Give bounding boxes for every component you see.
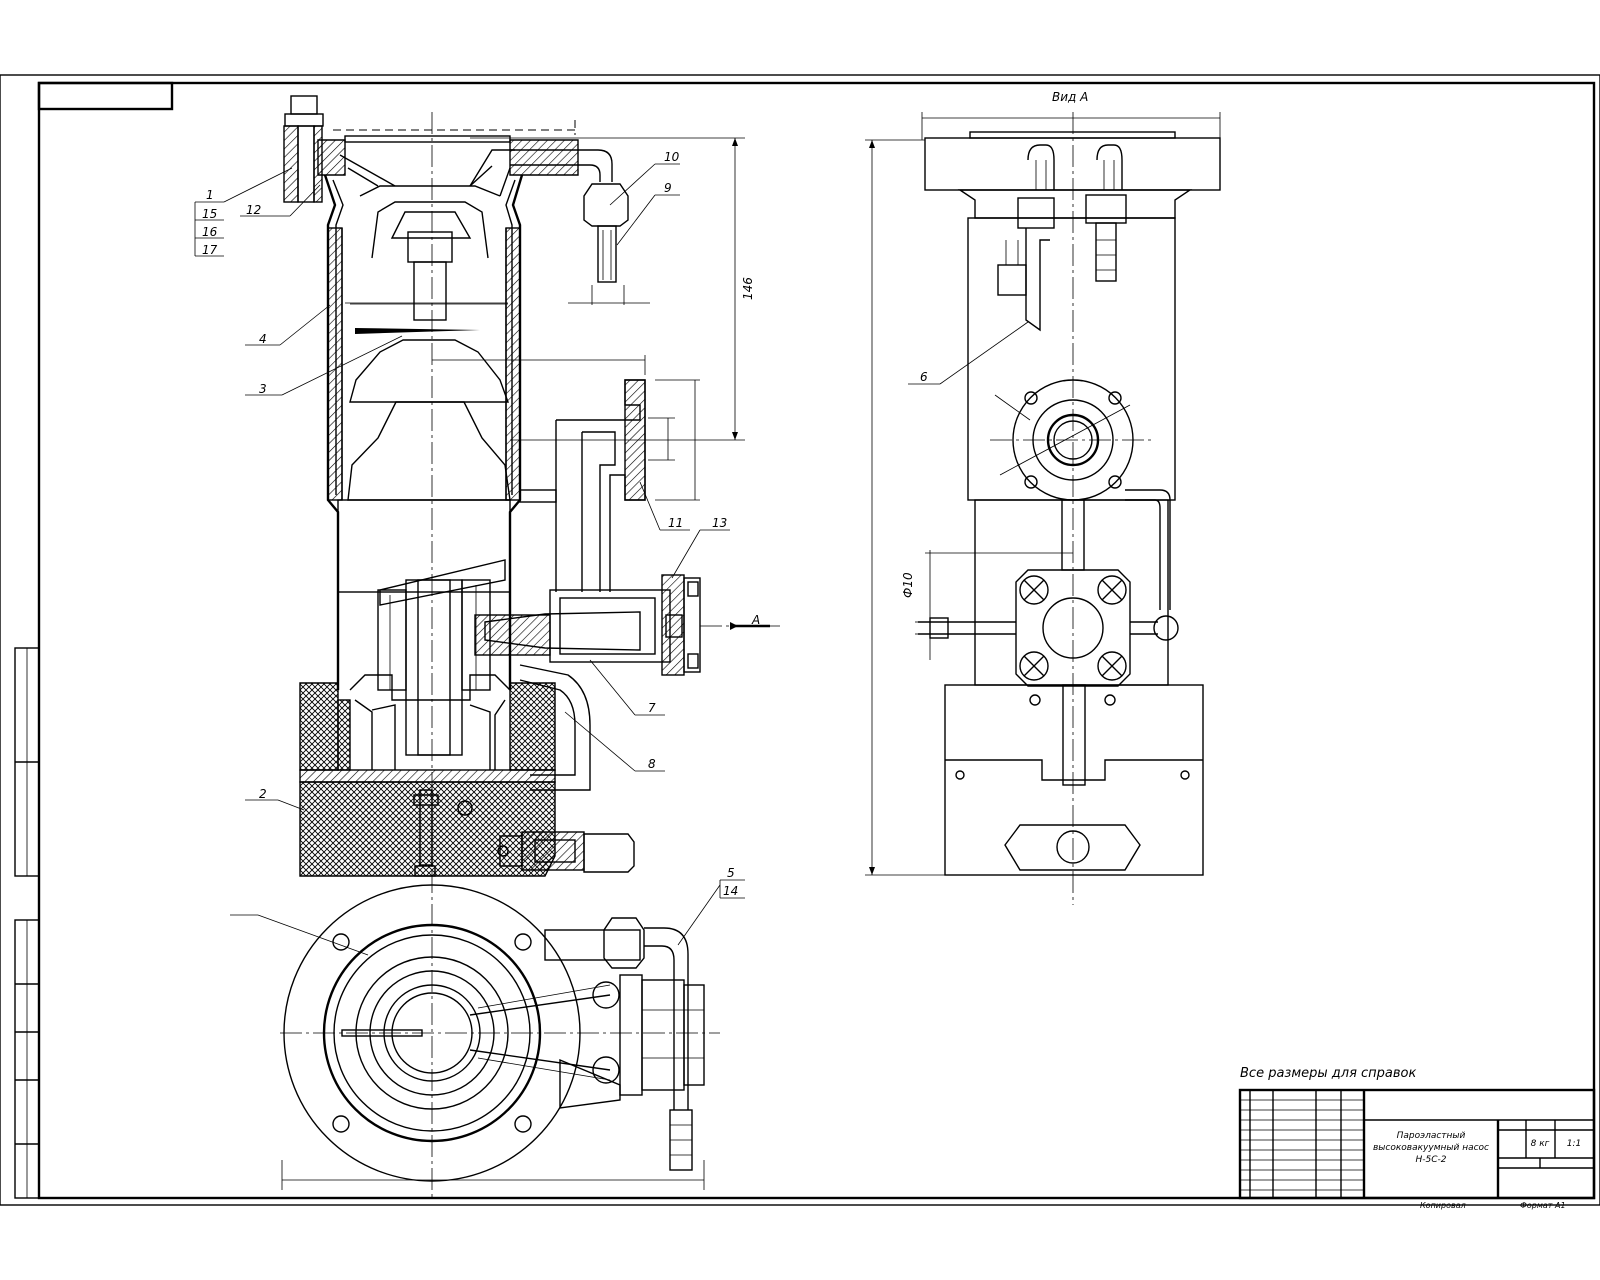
title-mass: 8 кг [1531,1139,1550,1149]
title-name-line3: Н-5С-2 [1416,1155,1447,1165]
callout-4: 4 [259,332,267,346]
title-name-line2: высоковакуумный насос [1373,1143,1489,1153]
callout-2: 2 [259,787,267,801]
title-name-line1: Пароэластный [1397,1131,1466,1141]
callout-5: 5 [727,866,735,880]
callout-15: 15 [202,207,217,221]
view-a: Вид А [865,90,1221,905]
callout-12: 12 [246,203,261,217]
sheet-frame [0,74,1600,1206]
callout-10: 10 [664,150,680,164]
callout-9: 9 [664,181,672,195]
title-block: Пароэластный высоковакуумный насос Н-5С-… [1238,1088,1596,1210]
title-copied: Копировал [1420,1201,1466,1210]
callout-11: 11 [668,516,683,530]
callout-14: 14 [723,884,738,898]
callout-6: 6 [920,370,928,384]
general-note: Все размеры для справок [1240,1066,1417,1081]
dimension-d10: Ф10 [901,572,915,598]
view-a-label: Вид А [1052,90,1088,104]
callout-16: 16 [202,225,218,239]
callout-7: 7 [648,701,656,715]
main-section-view: А 146 [283,95,780,1200]
callout-13: 13 [712,516,727,530]
callout-3: 3 [259,382,267,396]
section-mark: А [751,613,760,627]
callout-8: 8 [648,757,656,771]
callout-1: 1 [206,188,214,202]
title-format: Формат А1 [1520,1201,1566,1210]
callout-17: 17 [202,243,218,257]
title-scale: 1:1 [1567,1139,1581,1149]
callouts-main: 1 15 16 17 12 4 3 2 10 9 11 13 7 8 [194,150,730,811]
plan-view: 5 14 [230,866,745,1190]
dimension-146: 146 [741,277,755,300]
